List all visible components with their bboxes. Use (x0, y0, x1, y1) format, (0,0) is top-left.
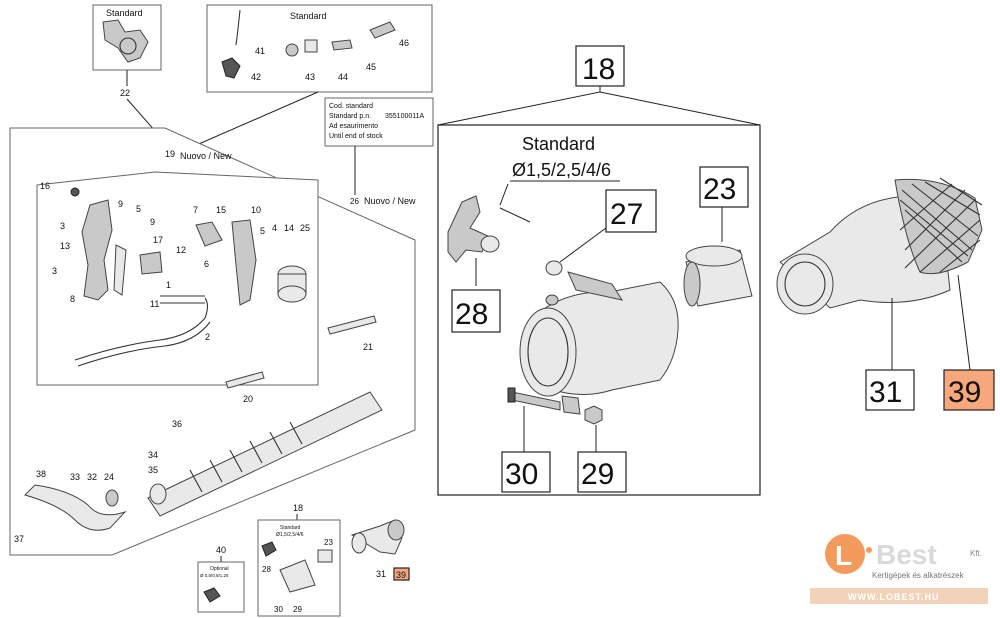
svg-text:L: L (835, 540, 852, 571)
part-10: 10 (251, 205, 261, 215)
part-17: 17 (153, 235, 163, 245)
part-13: 13 (60, 241, 70, 251)
part-14: 14 (284, 223, 294, 233)
part-24: 24 (104, 472, 114, 482)
part-41: 41 (255, 46, 265, 56)
box-41-46: Standard 41 42 43 44 45 46 (206, 4, 433, 93)
small-label-diameters: Ø1,5/2,5/4/6 (276, 532, 304, 538)
part-3b: 3 (52, 266, 57, 276)
part-43: 43 (305, 72, 315, 82)
part-11: 11 (150, 299, 159, 309)
part-22: 22 (120, 88, 130, 98)
label-standard: Standard (106, 8, 143, 18)
small-label-standard: Standard (280, 525, 301, 531)
detail-view: 18 Standard Ø1,5/2,5/4/6 28 27 30 (437, 45, 761, 496)
main-assembly: 19 Nuovo / New 26 Nuovo / New 16 3 13 3 … (9, 127, 416, 556)
part-34: 34 (148, 450, 158, 460)
part-45: 45 (366, 62, 376, 72)
part-40: 40 (216, 545, 226, 555)
part-7: 7 (193, 205, 198, 215)
detail-part-29: 29 (581, 458, 614, 491)
small-part-28: 28 (262, 565, 271, 574)
part-37: 37 (14, 534, 24, 544)
small-part-30: 30 (274, 605, 283, 614)
note-standard-pn: Standard p.n. (329, 113, 371, 120)
detail-part-27: 27 (610, 198, 643, 231)
box-22: Standard 22 (92, 4, 162, 98)
small-part-31: 31 (376, 569, 386, 579)
part-46: 46 (399, 38, 409, 48)
detail-part-28: 28 (455, 298, 488, 331)
box-40: 40 Optional Ø 0,5/0,8/1,25 (197, 545, 245, 613)
small-part-23: 23 (324, 538, 333, 547)
part-44: 44 (338, 72, 348, 82)
label-nuovo-new-26: Nuovo / New (364, 196, 416, 206)
part-42: 42 (251, 72, 261, 82)
part-4: 4 (272, 223, 277, 233)
label-optional-sizes: Ø 0,5/0,8/1,25 (200, 573, 229, 578)
small-nozzle: 31 39 (350, 519, 410, 581)
label-standard-2: Standard (290, 11, 327, 21)
logo-tagline: Kertigépek és alkatrészek (872, 571, 965, 580)
part-3: 3 (60, 221, 65, 231)
part-16: 16 (40, 181, 50, 191)
part-5: 5 (136, 204, 141, 214)
detail-part-23: 23 (703, 173, 736, 206)
note-ad-esaurimento: Ad esaurimento (329, 123, 378, 130)
small-box-18: 18 Standard Ø1,5/2,5/4/6 23 28 30 29 (257, 503, 341, 617)
part-1: 1 (166, 280, 171, 290)
part-9: 9 (118, 199, 123, 209)
code-note: Cod. standard Standard p.n. 355100011A A… (324, 97, 434, 195)
right-nozzle: 31 39 (776, 177, 995, 411)
part-38: 38 (36, 469, 46, 479)
part-33: 33 (70, 472, 80, 482)
part-35: 35 (148, 465, 158, 475)
note-cod-standard: Cod. standard (329, 103, 373, 110)
part-6: 6 (204, 259, 209, 269)
part-25: 25 (300, 223, 310, 233)
part-26: 26 (350, 197, 359, 206)
logo-suffix: Kft. (970, 549, 982, 558)
small-part-18: 18 (293, 503, 303, 513)
label-nuovo-new-19: Nuovo / New (180, 151, 232, 161)
part-20: 20 (243, 394, 253, 404)
part-2: 2 (205, 332, 210, 342)
part-19: 19 (165, 149, 175, 159)
part-15: 15 (216, 205, 226, 215)
part-8: 8 (70, 294, 75, 304)
part-12: 12 (176, 245, 186, 255)
note-code: 355100011A (385, 113, 425, 120)
small-part-39: 39 (396, 570, 406, 580)
detail-part-30: 30 (505, 458, 538, 491)
part-36: 36 (172, 419, 182, 429)
note-until-end: Until end of stock (329, 133, 383, 140)
detail-label-standard: Standard (522, 134, 595, 154)
detail-title-18: 18 (582, 53, 615, 86)
lobest-logo: L Best Kft. Kertigépek és alkatrészek WW… (810, 534, 988, 604)
detail-part-39: 39 (948, 376, 981, 409)
part-5b: 5 (260, 226, 265, 236)
part-21: 21 (363, 342, 373, 352)
part-9b: 9 (150, 217, 155, 227)
detail-label-diameters: Ø1,5/2,5/4/6 (512, 160, 611, 180)
label-optional: Optional (210, 566, 229, 572)
small-part-29: 29 (293, 605, 302, 614)
logo-url: WWW.LOBEST.HU (848, 592, 940, 602)
detail-part-31: 31 (869, 376, 902, 409)
logo-brand: Best (876, 539, 937, 570)
part-32: 32 (87, 472, 97, 482)
